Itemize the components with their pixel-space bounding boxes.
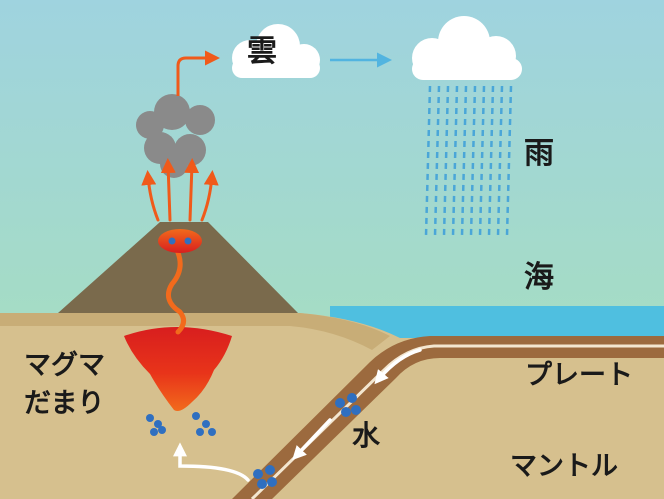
label-sea: 海 <box>524 260 554 295</box>
rain-streak <box>496 85 504 237</box>
crater-magma <box>158 229 202 253</box>
crust-layer <box>0 313 390 350</box>
label-rain: 雨 <box>524 136 554 171</box>
rain-streak <box>487 85 495 237</box>
rain-streak <box>460 85 468 237</box>
magma-chamber <box>124 327 232 411</box>
label-plate: プレート <box>525 360 633 391</box>
sky <box>0 0 664 320</box>
rain-streak <box>442 85 450 237</box>
smoke-cloud <box>136 94 215 178</box>
rain-streak <box>505 85 513 237</box>
rain-streak <box>451 85 459 237</box>
arrow-icon <box>176 50 220 96</box>
rain-drops <box>424 85 513 237</box>
crater-dot <box>168 237 176 245</box>
flow-arrows <box>173 348 422 482</box>
label-magma-line1: マグマ <box>24 350 105 381</box>
label-magma-line2: だまり <box>24 387 105 419</box>
rain-streak <box>478 85 486 237</box>
label-water: 水 <box>352 419 381 452</box>
rain-streak <box>433 85 441 237</box>
magma-conduit <box>165 245 186 335</box>
crater-dot <box>184 237 192 245</box>
rain-cloud-icon <box>412 16 522 80</box>
label-magma-chamber: マグマ だまり <box>24 347 105 423</box>
label-cloud: 雲 <box>247 34 277 69</box>
label-mantle: マントル <box>510 451 618 482</box>
rain-streak <box>469 85 477 237</box>
rain-streak <box>424 85 432 237</box>
water-dots <box>146 412 216 436</box>
eruption-arrows <box>141 158 219 222</box>
cloud-icon <box>232 24 320 78</box>
plate-water-dots <box>253 393 361 489</box>
